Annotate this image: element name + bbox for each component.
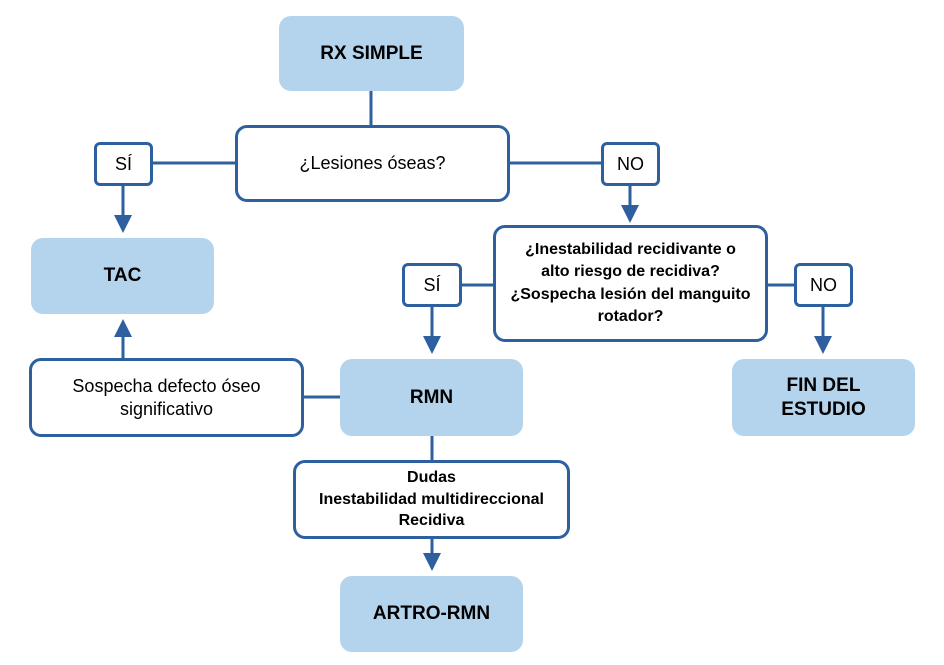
inestabilidad-text: ¿Inestabilidad recidivante o alto riesgo… <box>510 239 750 329</box>
lesiones-oseas-box: ¿Lesiones óseas? <box>235 125 510 202</box>
lesiones-oseas-text: ¿Lesiones óseas? <box>299 153 446 174</box>
rx-simple-box: RX SIMPLE <box>279 16 464 91</box>
dudas-text: Dudas Inestabilidad multidireccional Rec… <box>319 467 544 532</box>
fin-estudio-line-1: FIN DEL <box>786 374 861 396</box>
rmn-text: RMN <box>409 386 454 408</box>
dudas-line-2: Inestabilidad multidireccional <box>319 490 544 508</box>
label-no-right: NO <box>601 142 660 186</box>
defecto-oseo-text: Sospecha defecto óseo significativo <box>72 375 260 420</box>
inestabilidad-line-3: ¿Sospecha lesión del manguito <box>510 285 751 303</box>
inestabilidad-line-1: ¿Inestabilidad recidivante o <box>525 240 736 258</box>
tac-text: TAC <box>103 265 142 287</box>
inestabilidad-line-4: rotador? <box>597 307 664 325</box>
fin-estudio-text: FIN DEL ESTUDIO <box>781 374 865 422</box>
artro-rmn-box: ARTRO-RMN <box>340 576 523 652</box>
fin-estudio-line-2: ESTUDIO <box>781 398 866 420</box>
label-si-middle: SÍ <box>402 263 462 307</box>
tac-box: TAC <box>31 238 214 314</box>
label-no-far-right: NO <box>794 263 853 307</box>
label-si-middle-text: SÍ <box>423 274 441 295</box>
label-no-right-text: NO <box>617 153 644 174</box>
label-si-left: SÍ <box>94 142 153 186</box>
label-no-far-right-text: NO <box>810 274 837 295</box>
dudas-line-3: Recidiva <box>398 512 465 530</box>
dudas-box: Dudas Inestabilidad multidireccional Rec… <box>293 460 570 539</box>
label-si-left-text: SÍ <box>114 153 132 174</box>
rmn-box: RMN <box>340 359 523 436</box>
artro-rmn-text: ARTRO-RMN <box>372 603 491 625</box>
inestabilidad-line-2: alto riesgo de recidiva? <box>541 263 720 281</box>
rx-simple-text: RX SIMPLE <box>320 42 423 64</box>
defecto-oseo-line-2: significativo <box>119 398 214 419</box>
fin-estudio-box: FIN DEL ESTUDIO <box>732 359 915 436</box>
defecto-oseo-line-1: Sospecha defecto óseo <box>72 376 261 396</box>
inestabilidad-box: ¿Inestabilidad recidivante o alto riesgo… <box>493 225 768 342</box>
dudas-line-1: Dudas <box>407 469 456 487</box>
defecto-oseo-box: Sospecha defecto óseo significativo <box>29 358 304 437</box>
